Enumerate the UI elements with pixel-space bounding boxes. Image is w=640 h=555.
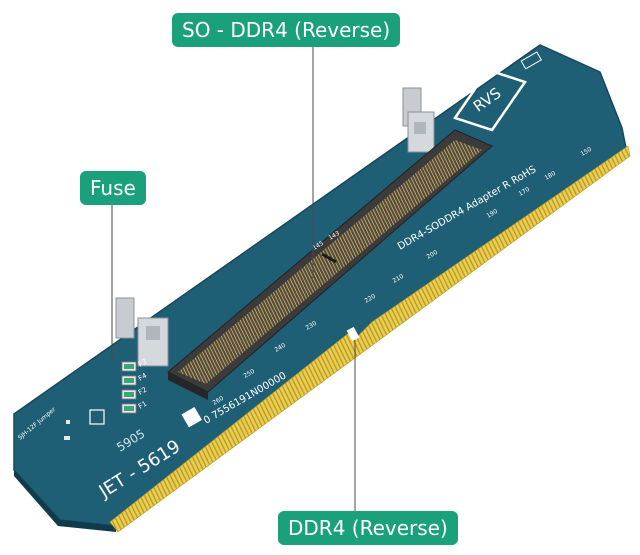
pcb-edge	[14, 470, 116, 532]
pin-mark: 260	[212, 395, 226, 407]
connector-key-notch	[346, 326, 360, 342]
pin-marks: 260 250 240 230 220 210 200 190 180 170 …	[212, 146, 594, 407]
pin-mark: 230	[305, 320, 319, 332]
label-square	[181, 406, 202, 428]
pin-mark: 200	[426, 249, 440, 261]
callout-so-ddr4-reverse: SO - DDR4 (Reverse)	[172, 13, 401, 47]
pin-mark: 250	[243, 368, 257, 380]
pin-mark: 145	[312, 240, 326, 252]
fuse-label: F2	[137, 386, 148, 397]
pin-mark: 210	[392, 273, 406, 285]
pin-mark: 190	[486, 208, 500, 220]
pin-mark: 143	[328, 230, 342, 242]
pin-mark: 150	[580, 146, 594, 158]
fuse-f4: F4	[121, 371, 149, 386]
fuse-f3: F3	[121, 358, 148, 372]
fuse-f2: F2	[121, 386, 148, 400]
fuse-label: F3	[137, 358, 148, 369]
fuse-group: F3 F4 F2 F1	[121, 358, 149, 414]
small-ic-chip	[89, 409, 105, 425]
left-latch	[115, 297, 169, 367]
pin-mark: 240	[274, 342, 288, 354]
pin-mark: 170	[518, 186, 532, 198]
callout-ddr4-reverse: DDR4 (Reverse)	[278, 511, 458, 545]
pin-mark: 180	[544, 170, 558, 182]
smd-pad	[66, 420, 70, 424]
smd-pad	[64, 436, 70, 440]
right-latch	[402, 87, 435, 153]
fuse-f1: F1	[121, 400, 148, 414]
fuse-label: F4	[137, 371, 149, 382]
pin-mark: 220	[364, 293, 378, 305]
fuse-label: F1	[137, 400, 148, 411]
sodimm-slot	[167, 129, 493, 400]
callout-fuse: Fuse	[80, 171, 146, 205]
corner-mark	[520, 51, 542, 70]
